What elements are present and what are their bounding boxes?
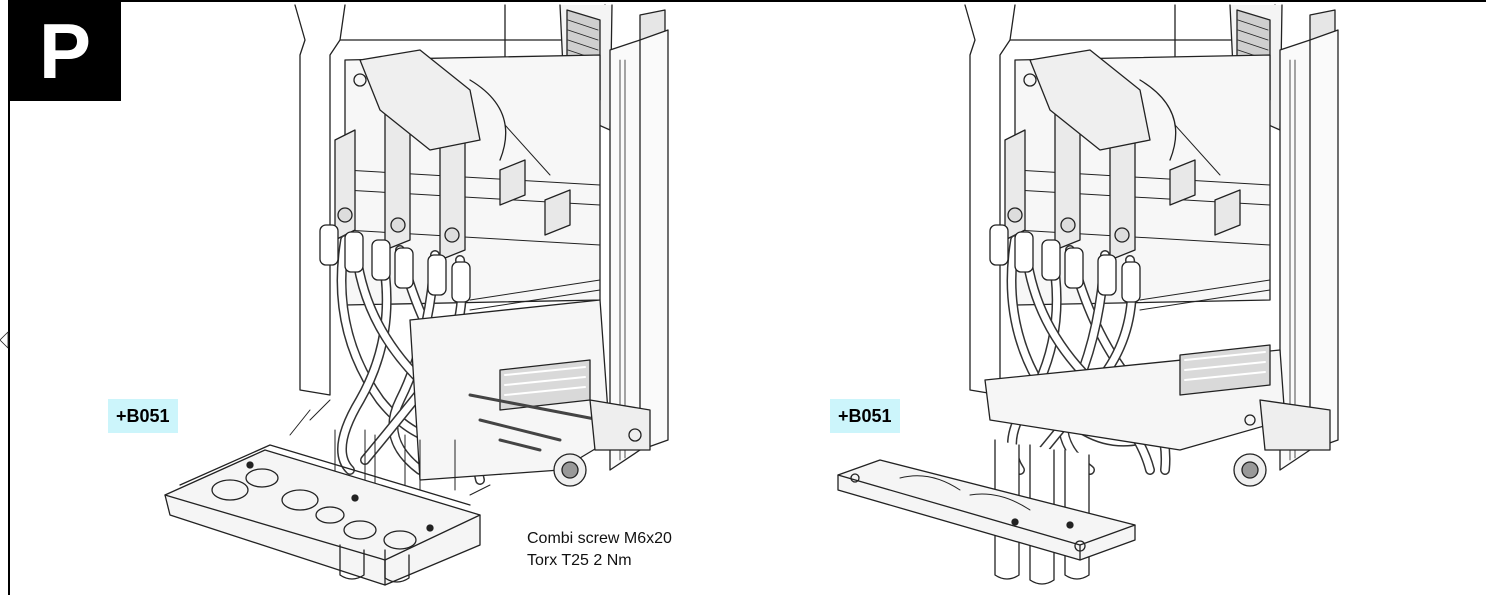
right-gland-plate [837, 459, 1136, 561]
figure-frame [8, 0, 1486, 595]
screw-spec-callout: Combi screw M6x20 Torx T25 2 Nm [527, 528, 672, 572]
step-letter-badge: P [9, 1, 121, 101]
screw-spec-line-1: Combi screw M6x20 [527, 530, 672, 547]
option-code-label-left: +B051 [108, 399, 178, 433]
left-gland-plate [164, 399, 491, 586]
left-drive-module [294, 4, 669, 491]
screw-spec-line-2: Torx T25 2 Nm [527, 552, 632, 569]
option-code-label-right: +B051 [830, 399, 900, 433]
right-drive-module [964, 4, 1339, 585]
